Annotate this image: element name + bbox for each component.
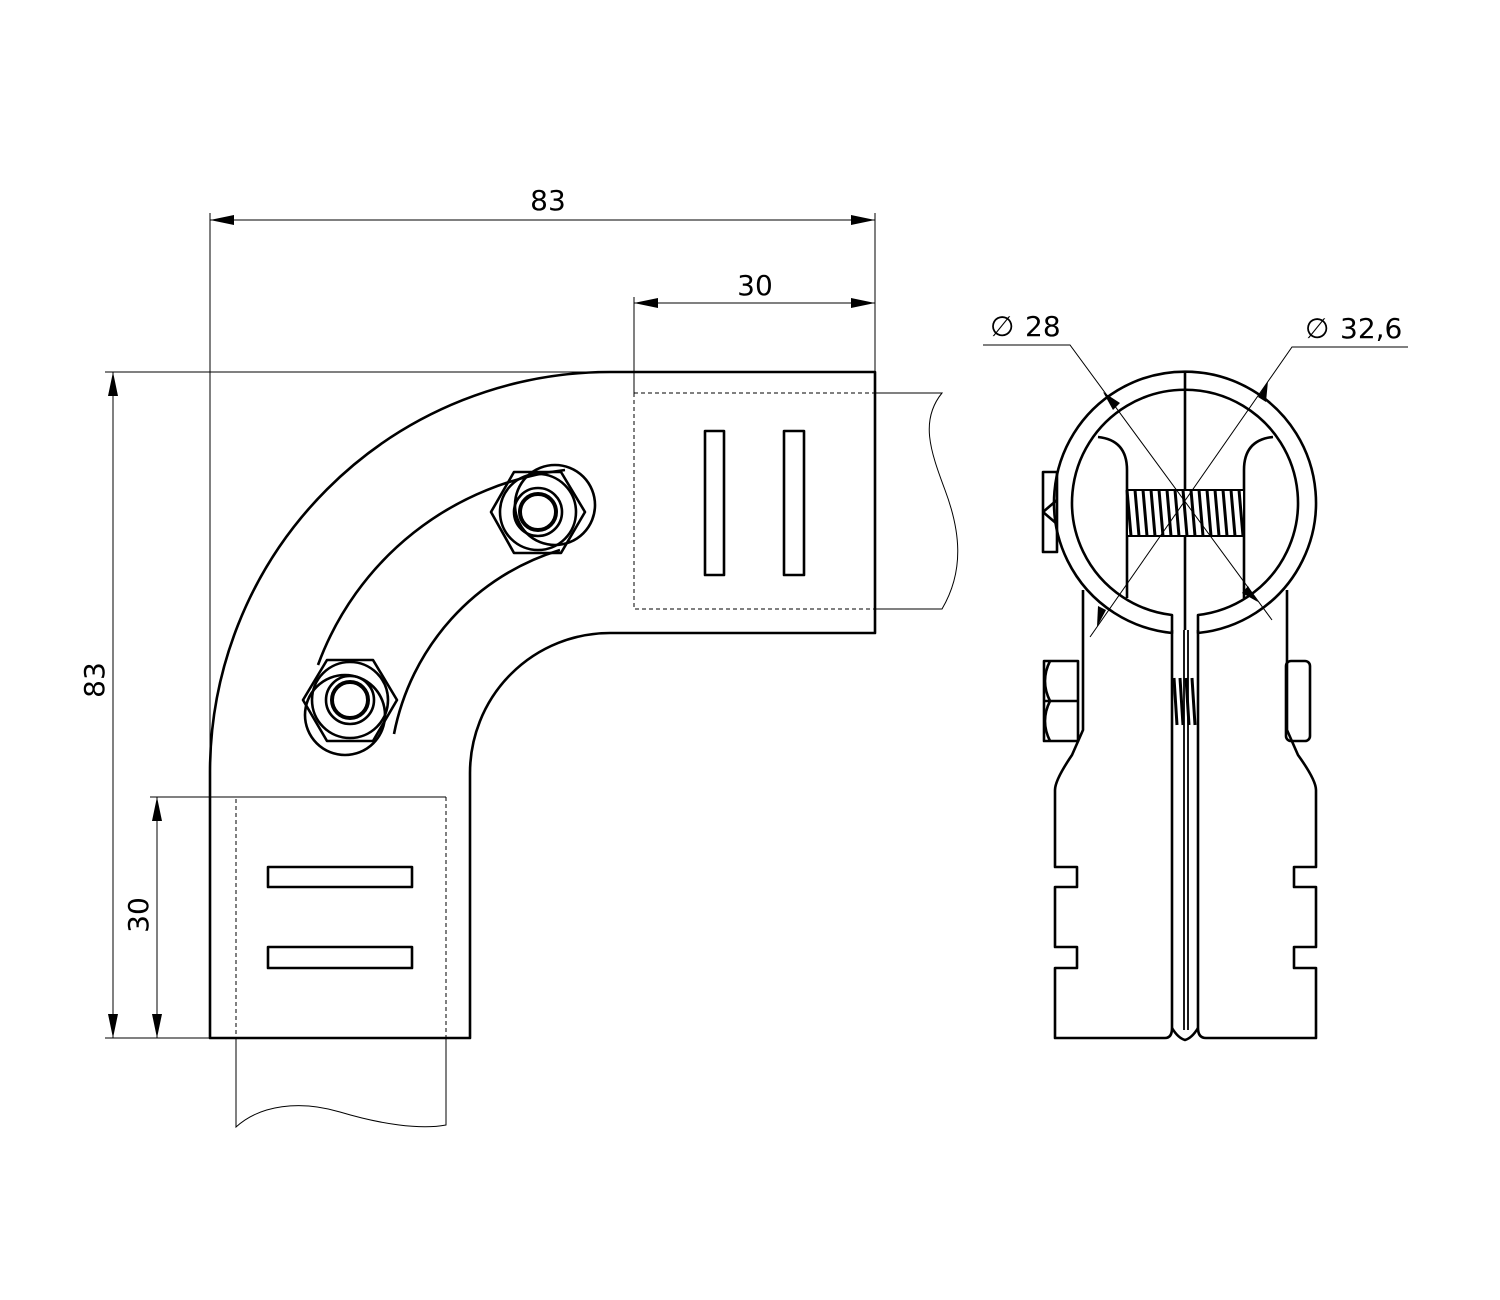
dim-socket-horizontal: 30 (737, 269, 773, 302)
diameter-symbol-icon: ∅ (990, 310, 1014, 343)
hex-nut-icon (1042, 659, 1080, 743)
jaw-right (1242, 435, 1274, 598)
dim-outer-diameter: 32,6 (1340, 312, 1402, 345)
elbow-outline (208, 370, 877, 1040)
dim-inner-diameter: 28 (1025, 310, 1061, 343)
dim-overall-width: 83 (530, 184, 566, 217)
elbow-side-view (1041, 370, 1318, 1042)
dimension-lines (105, 213, 876, 1039)
dim-socket-vertical: 30 (122, 897, 155, 933)
hex-nut-icon (489, 470, 587, 555)
slot (782, 429, 806, 577)
slot (266, 865, 414, 889)
pipe-bottom-break (235, 1038, 447, 1129)
hex-nut-icon (301, 658, 399, 743)
hidden-pipe-bottom (235, 796, 447, 1039)
threaded-bolt-lower (1172, 677, 1197, 726)
hidden-pipe-right (633, 392, 876, 610)
body-left-half (1053, 590, 1174, 1040)
dim-overall-height: 83 (78, 662, 111, 698)
elbow-front-view (208, 370, 959, 1129)
nut-side (1284, 659, 1312, 743)
jaw-left (1097, 435, 1129, 598)
slot (703, 429, 726, 577)
nut-lower (301, 658, 399, 743)
body-right-half (1196, 590, 1318, 1040)
diameter-leaders (983, 344, 1408, 638)
clamp-band (316, 468, 566, 735)
slot (266, 945, 414, 970)
threaded-bolt (1125, 489, 1245, 537)
band-end (303, 673, 387, 757)
hex-nut-icon (1041, 470, 1059, 554)
diameter-28-label: ∅ 28 (990, 310, 1061, 343)
ring-outer (1052, 370, 1318, 635)
nut-upper (489, 470, 587, 555)
diameter-symbol-icon: ∅ (1305, 312, 1329, 345)
split-bottom (1170, 1027, 1200, 1042)
pipe-right-break (875, 392, 959, 610)
diameter-32-6-label: ∅ 32,6 (1305, 312, 1402, 345)
